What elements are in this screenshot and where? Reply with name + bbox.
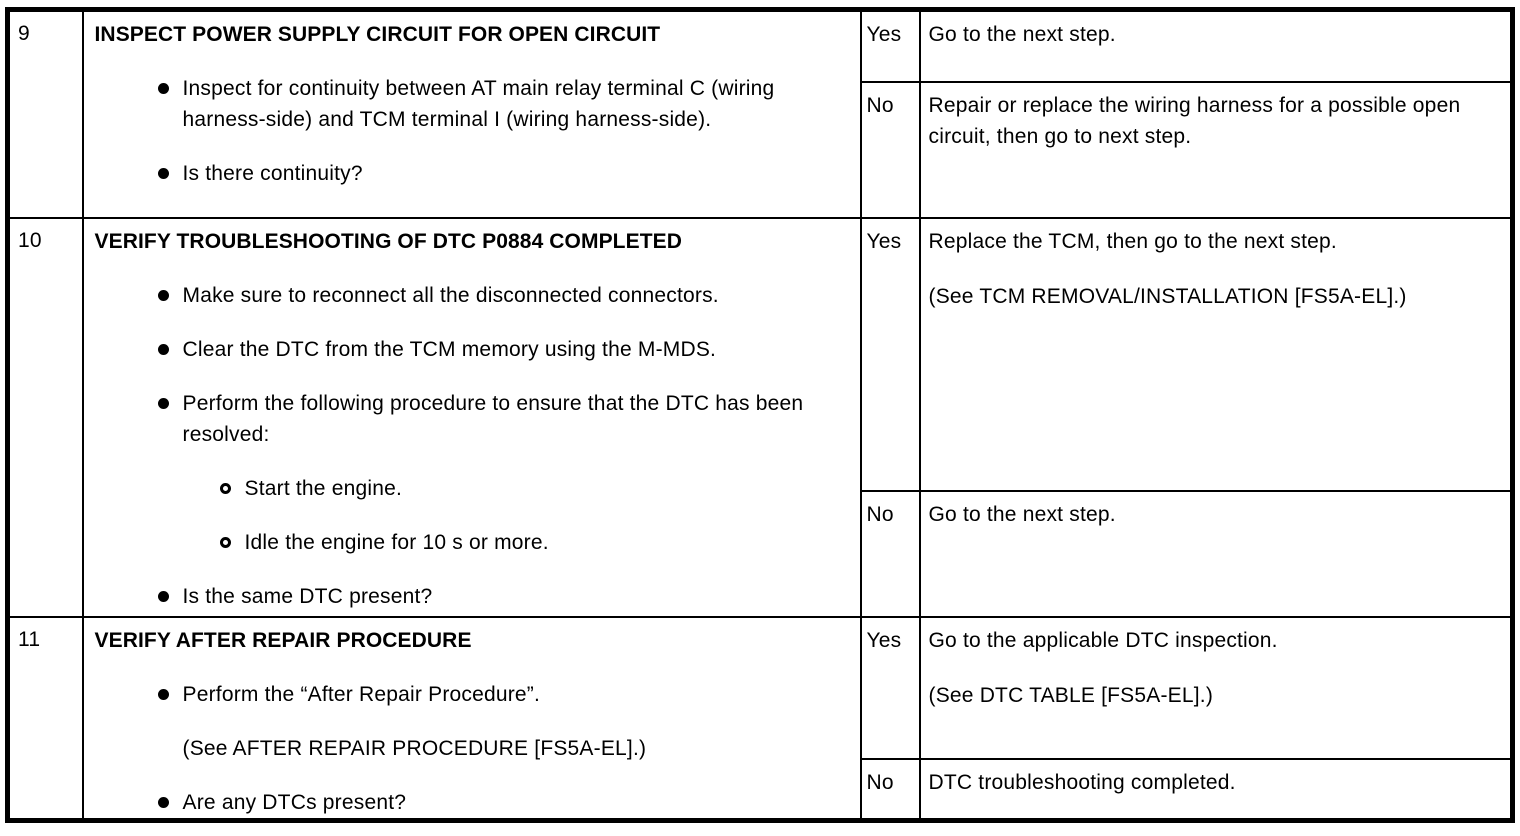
bullet-item: Is there continuity? xyxy=(95,158,850,189)
yes-action-cell: Go to the next step. xyxy=(918,8,1514,83)
bullet-item: Perform the following procedure to ensur… xyxy=(95,388,850,450)
bullet-item: Make sure to reconnect all the disconnec… xyxy=(95,280,850,311)
yes-action-cell: Replace the TCM, then go to the next ste… xyxy=(918,216,1514,492)
action-paragraph: (See DTC TABLE [FS5A-EL].) xyxy=(928,683,1214,707)
yes-label-cell: Yes xyxy=(859,216,921,492)
bullet-icon xyxy=(157,796,169,808)
action-paragraph: Go to the applicable DTC inspection. xyxy=(928,628,1278,652)
no-label-cell: No xyxy=(859,757,921,822)
table-row: No Repair or replace the wiring harness … xyxy=(8,80,1514,219)
item-text: Inspect for continuity between AT main r… xyxy=(182,77,775,131)
yes-label-cell: Yes xyxy=(859,615,921,760)
no-action-cell: Go to the next step. xyxy=(918,489,1514,618)
sub-bullet-item: Start the engine. xyxy=(95,473,850,504)
sub-bullet-icon xyxy=(219,482,231,494)
table-row: No DTC troubleshooting completed. xyxy=(8,757,1514,822)
inspection-items: Make sure to reconnect all the disconnec… xyxy=(95,280,850,612)
bullet-icon xyxy=(157,168,169,179)
inspection-cell: INSPECT POWER SUPPLY CIRCUIT FOR OPEN CI… xyxy=(81,8,862,219)
no-action-cell: Repair or replace the wiring harness for… xyxy=(918,80,1514,219)
action-paragraph: Go to the next step. xyxy=(928,502,1116,526)
bullet-item: Perform the “After Repair Procedure”. xyxy=(95,679,850,710)
inspection-title: VERIFY TROUBLESHOOTING OF DTC P0884 COMP… xyxy=(94,229,683,253)
action-paragraph: (See TCM REMOVAL/INSTALLATION [FS5A-EL].… xyxy=(928,284,1407,308)
bullet-item: Are any DTCs present? xyxy=(95,787,850,818)
item-text: Make sure to reconnect all the disconnec… xyxy=(182,283,719,307)
bullet-icon xyxy=(157,343,169,355)
item-text: Perform the following procedure to ensur… xyxy=(182,391,804,446)
inspection-cell: VERIFY TROUBLESHOOTING OF DTC P0884 COMP… xyxy=(81,216,862,618)
action-paragraph: Replace the TCM, then go to the next ste… xyxy=(928,229,1337,253)
bullet-item: Is the same DTC present? xyxy=(95,581,850,612)
table-row: 11 VERIFY AFTER REPAIR PROCEDURE Perform… xyxy=(6,615,1514,821)
no-action-cell: DTC troubleshooting completed. xyxy=(918,757,1514,822)
no-label-cell: No xyxy=(859,80,921,219)
bullet-icon xyxy=(157,688,169,700)
step-number: 9 xyxy=(6,8,84,219)
table-row: 9 INSPECT POWER SUPPLY CIRCUIT FOR OPEN … xyxy=(6,8,1514,219)
table-row: 10 VERIFY TROUBLESHOOTING OF DTC P0884 C… xyxy=(6,216,1514,618)
step-number: 10 xyxy=(6,216,84,618)
inspection-title: VERIFY AFTER REPAIR PROCEDURE xyxy=(94,628,472,652)
yes-action-cell: Go to the applicable DTC inspection. (See… xyxy=(918,615,1514,760)
continuation-line: (See AFTER REPAIR PROCEDURE [FS5A-EL].) xyxy=(95,733,850,764)
action-paragraph: Repair or replace the wiring harness for… xyxy=(928,93,1461,148)
no-label-cell: No xyxy=(859,489,921,618)
bullet-icon xyxy=(157,397,169,409)
inspection-cell: VERIFY AFTER REPAIR PROCEDURE Perform th… xyxy=(81,615,862,821)
item-text: Clear the DTC from the TCM memory using … xyxy=(182,337,717,361)
bullet-icon xyxy=(157,590,169,602)
inspection-title: INSPECT POWER SUPPLY CIRCUIT FOR OPEN CI… xyxy=(94,23,661,46)
sub-bullet-icon xyxy=(219,536,231,548)
item-text: Idle the engine for 10 s or more. xyxy=(244,530,549,554)
action-paragraph: Go to the next step. xyxy=(928,23,1116,46)
inspection-items: Inspect for continuity between AT main r… xyxy=(95,73,850,189)
item-text: Perform the “After Repair Procedure”. xyxy=(182,682,541,706)
item-text: Is the same DTC present? xyxy=(182,584,433,608)
sub-bullet-item: Idle the engine for 10 s or more. xyxy=(95,527,850,558)
action-paragraph: DTC troubleshooting completed. xyxy=(928,770,1236,794)
step-number: 11 xyxy=(6,615,84,821)
bullet-item: Clear the DTC from the TCM memory using … xyxy=(95,334,850,365)
table-row: No Go to the next step. xyxy=(8,489,1514,618)
bullet-item: Inspect for continuity between AT main r… xyxy=(95,73,850,135)
inspection-items: Perform the “After Repair Procedure”. (Se… xyxy=(95,679,850,818)
bullet-icon xyxy=(157,83,169,94)
item-text: Is there continuity? xyxy=(182,162,363,185)
dtc-troubleshooting-table: 9 INSPECT POWER SUPPLY CIRCUIT FOR OPEN … xyxy=(5,7,1515,823)
item-text: Start the engine. xyxy=(244,476,403,500)
bullet-icon xyxy=(157,289,169,301)
item-text: Are any DTCs present? xyxy=(182,790,407,814)
yes-label-cell: Yes xyxy=(859,8,921,83)
item-text: (See AFTER REPAIR PROCEDURE [FS5A-EL].) xyxy=(182,736,647,760)
